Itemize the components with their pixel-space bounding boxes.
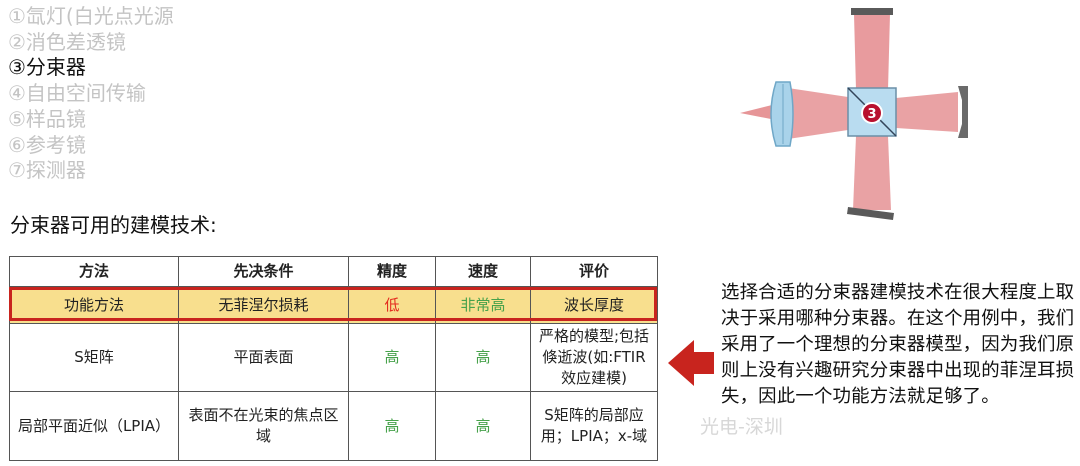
step-7: ⑦探测器	[8, 158, 86, 183]
cell-speed: 高	[435, 391, 531, 461]
step-5: ⑤样品镜	[8, 106, 86, 131]
beam-right	[896, 92, 958, 132]
modeling-technique-table: 方法 先决条件 精度 速度 评价 功能方法 无菲涅尔损耗 低 非常高 波长厚度 …	[9, 256, 658, 461]
step-2: ②消色差透镜	[8, 29, 126, 54]
step-4: ④自由空间传输	[8, 81, 146, 106]
sample-mirror-icon	[958, 86, 968, 138]
cell-method: 功能方法	[9, 286, 179, 324]
beam-splitter-diagram: 3	[740, 8, 968, 220]
beam-left-focus	[740, 104, 776, 120]
cell-speed: 高	[435, 323, 531, 392]
header-prerequisite: 先决条件	[178, 256, 349, 287]
beam-top	[854, 14, 890, 90]
cell-prerequisite: 无菲涅尔损耗	[178, 286, 349, 324]
step-badge-icon	[861, 102, 883, 124]
step-list: ①氙灯(白光点光源 ②消色差透镜 ③分束器 ④自由空间传输 ⑤样品镜 ⑥参考镜 …	[8, 4, 174, 184]
table-header-row: 方法 先决条件 精度 速度 评价	[9, 256, 658, 287]
step-badge-number: 3	[867, 107, 876, 122]
explanation-text: 选择合适的分束器建模技术在很大程度上取决于采用哪种分束器。在这个用例中，我们采用…	[721, 282, 1075, 407]
cell-accuracy: 高	[348, 391, 436, 461]
bottom-mirror-icon	[847, 207, 894, 220]
header-speed: 速度	[435, 256, 531, 287]
cell-evaluation: 波长厚度	[530, 286, 658, 324]
header-accuracy: 精度	[348, 256, 436, 287]
step-1: ①氙灯(白光点光源	[8, 4, 174, 28]
achromatic-lens-icon	[770, 81, 794, 147]
table-row-smatrix: S矩阵 平面表面 高 高 严格的模型;包括倏逝波(如:FTIR效应建模)	[9, 323, 658, 392]
header-method: 方法	[9, 256, 179, 287]
beam-left	[788, 88, 848, 139]
header-evaluation: 评价	[530, 256, 658, 287]
step-3-active: ③分束器	[8, 55, 86, 80]
beam-bottom	[853, 136, 891, 210]
cell-evaluation: 严格的模型;包括倏逝波(如:FTIR效应建模)	[530, 323, 658, 392]
step-6: ⑥参考镜	[8, 132, 86, 157]
cell-accuracy: 低	[348, 286, 436, 324]
table-row-lpia: 局部平面近似（LPIA） 表面不在光束的焦点区域 高 高 S矩阵的局部应用；LP…	[9, 391, 658, 461]
watermark-text: 光电-深圳	[700, 416, 783, 438]
section-subtitle: 分束器可用的建模技术:	[10, 213, 217, 237]
cell-prerequisite: 平面表面	[178, 323, 349, 392]
cell-accuracy: 高	[348, 323, 436, 392]
cell-speed: 非常高	[435, 286, 531, 324]
cell-method: 局部平面近似（LPIA）	[9, 391, 179, 461]
cell-evaluation: S矩阵的局部应用；LPIA；x-域	[530, 391, 658, 461]
table-row-functional: 功能方法 无菲涅尔损耗 低 非常高 波长厚度	[9, 286, 658, 324]
cell-prerequisite: 表面不在光束的焦点区域	[178, 391, 349, 461]
reference-mirror-icon	[851, 8, 893, 15]
cell-method: S矩阵	[9, 323, 179, 392]
left-arrow-icon	[668, 340, 714, 386]
